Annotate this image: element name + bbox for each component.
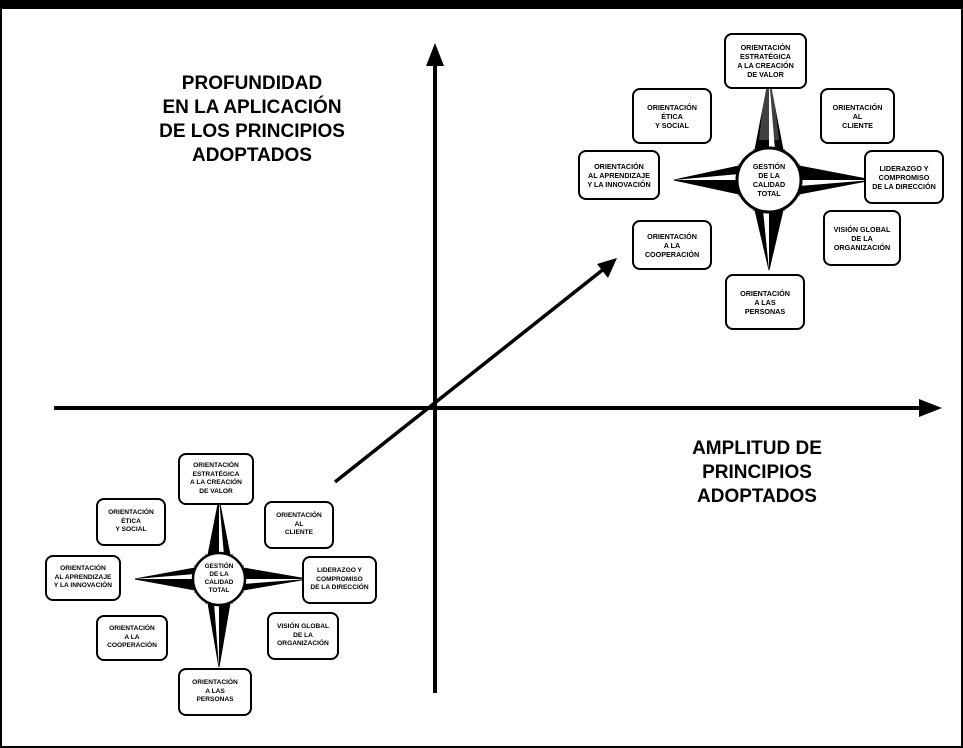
principle-aprendizaje-large: ORIENTACIÓN AL APRENDIZAJE Y LA INNOVACI… [578,150,660,200]
horizontal-axis-arrowhead [919,399,942,417]
principle-aprendizaje-small: ORIENTACIÓN AL APRENDIZAJE Y LA INNOVACI… [45,555,121,601]
principle-cooperacion-small: ORIENTACIÓN A LA COOPERACIÓN [96,615,168,661]
vertical-axis-title: PROFUNDIDAD EN LA APLICACIÓN DE LOS PRIN… [159,73,345,166]
center-label-large: GESTIÓN DE LA CALIDAD TOTAL [752,162,786,198]
top-border-bar [2,0,963,9]
center-label-small: GESTIÓN DE LA CALIDAD TOTAL [204,563,234,594]
principle-estrategica-large: ORIENTACIÓN ESTRATÉGICA A LA CREACIÓN DE… [724,33,807,89]
horizontal-axis-title: AMPLITUD DE PRINCIPIOS ADOPTADOS [692,438,822,507]
principle-cooperacion-large: ORIENTACIÓN A LA COOPERACIÓN [632,220,712,270]
vertical-axis-arrowhead [426,43,444,66]
principle-personas-large: ORIENTACIÓN A LAS PERSONAS [725,274,805,330]
principle-liderazgo-large: LIDERAZGO Y COMPROMISO DE LA DIRECCIÓN [864,150,944,204]
principle-vision-large: VISIÓN GLOBAL DE LA ORGANIZACIÓN [823,210,901,266]
principle-etica-small: ORIENTACIÓN ÉTICA Y SOCIAL [96,498,166,546]
principle-cliente-large: ORIENTACIÓN AL CLIENTE [820,88,895,144]
principle-etica-large: ORIENTACIÓN ÉTICA Y SOCIAL [632,88,712,144]
evolution-arrowhead [597,258,617,278]
principle-personas-small: ORIENTACIÓN A LAS PERSONAS [178,668,252,716]
principle-estrategica-small: ORIENTACIÓN ESTRATÉGICA A LA CREACIÓN DE… [178,453,254,505]
principle-cliente-small: ORIENTACIÓN AL CLIENTE [264,501,334,549]
principle-vision-small: VISIÓN GLOBAL DE LA ORGANIZACIÓN [267,612,339,660]
principle-liderazgo-small: LIDERAZGO Y COMPROMISO DE LA DIRECCIÓN [302,556,377,604]
evolution-arrow [333,266,607,484]
